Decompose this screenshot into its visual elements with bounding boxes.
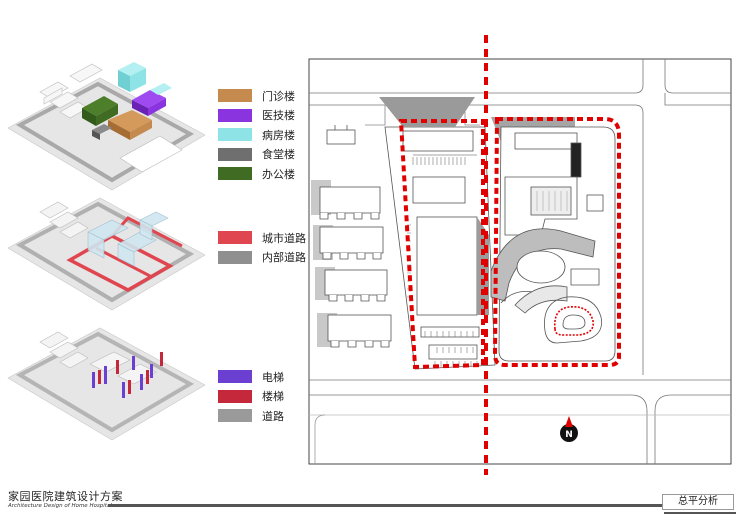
north-label: N — [565, 430, 573, 440]
legend-label: 食堂楼 — [262, 148, 295, 162]
legend-item: 办公楼 — [218, 164, 295, 184]
legend-swatch — [218, 231, 252, 245]
axonometric-diagrams — [7, 62, 206, 440]
legend-item: 食堂楼 — [218, 145, 295, 165]
legend-item: 内部道路 — [218, 248, 306, 268]
legend-item: 医技楼 — [218, 106, 295, 126]
oval-plaza — [544, 296, 602, 344]
residential-blocks — [311, 125, 392, 348]
legend-label: 道路 — [262, 409, 284, 423]
axo-diagram-roads — [7, 197, 206, 311]
legend-circulation: 电梯 楼梯 道路 — [218, 367, 284, 426]
legend-swatch — [218, 389, 252, 403]
legend-swatch — [218, 370, 252, 384]
legend-label: 办公楼 — [262, 167, 295, 181]
north-arrow: N — [560, 416, 578, 442]
left-building-complex — [402, 130, 480, 360]
footer-bar — [108, 504, 664, 507]
legend-label: 病房楼 — [262, 128, 295, 142]
legend-label: 门诊楼 — [262, 89, 295, 103]
project-title: 家园医院建筑设计方案 — [8, 490, 123, 503]
legend-label: 城市道路 — [262, 231, 306, 245]
footer-bar-end — [664, 512, 736, 514]
section-label: 总平分析 — [662, 494, 734, 510]
legend-label: 内部道路 — [262, 251, 306, 265]
axo-diagram-functions — [7, 62, 206, 191]
legend-item: 病房楼 — [218, 125, 295, 145]
site-plan: N — [308, 35, 732, 475]
project-subtitle: Architecture Design of Home Hospital — [8, 503, 112, 509]
legend-label: 医技楼 — [262, 109, 295, 123]
legend-roads: 城市道路 内部道路 — [218, 228, 306, 267]
legend-swatch — [218, 167, 252, 181]
legend-label: 电梯 — [262, 370, 284, 384]
axo-diagram-circulation — [7, 327, 206, 440]
legend-item: 电梯 — [218, 367, 284, 387]
legend-swatch — [218, 409, 252, 423]
legend-swatch — [218, 147, 252, 161]
legend-swatch — [218, 128, 252, 142]
legend-swatch — [218, 250, 252, 264]
roads — [309, 59, 731, 464]
legend-item: 道路 — [218, 406, 284, 426]
legend-item: 门诊楼 — [218, 86, 295, 106]
legend-swatch — [218, 108, 252, 122]
legend-functions: 门诊楼 医技楼 病房楼 食堂楼 办公楼 — [218, 86, 295, 184]
legend-swatch — [218, 89, 252, 103]
right-building-complex — [490, 132, 604, 314]
site-boundary — [398, 117, 621, 370]
legend-item: 楼梯 — [218, 387, 284, 407]
legend-item: 城市道路 — [218, 228, 306, 248]
legend-label: 楼梯 — [262, 390, 284, 404]
